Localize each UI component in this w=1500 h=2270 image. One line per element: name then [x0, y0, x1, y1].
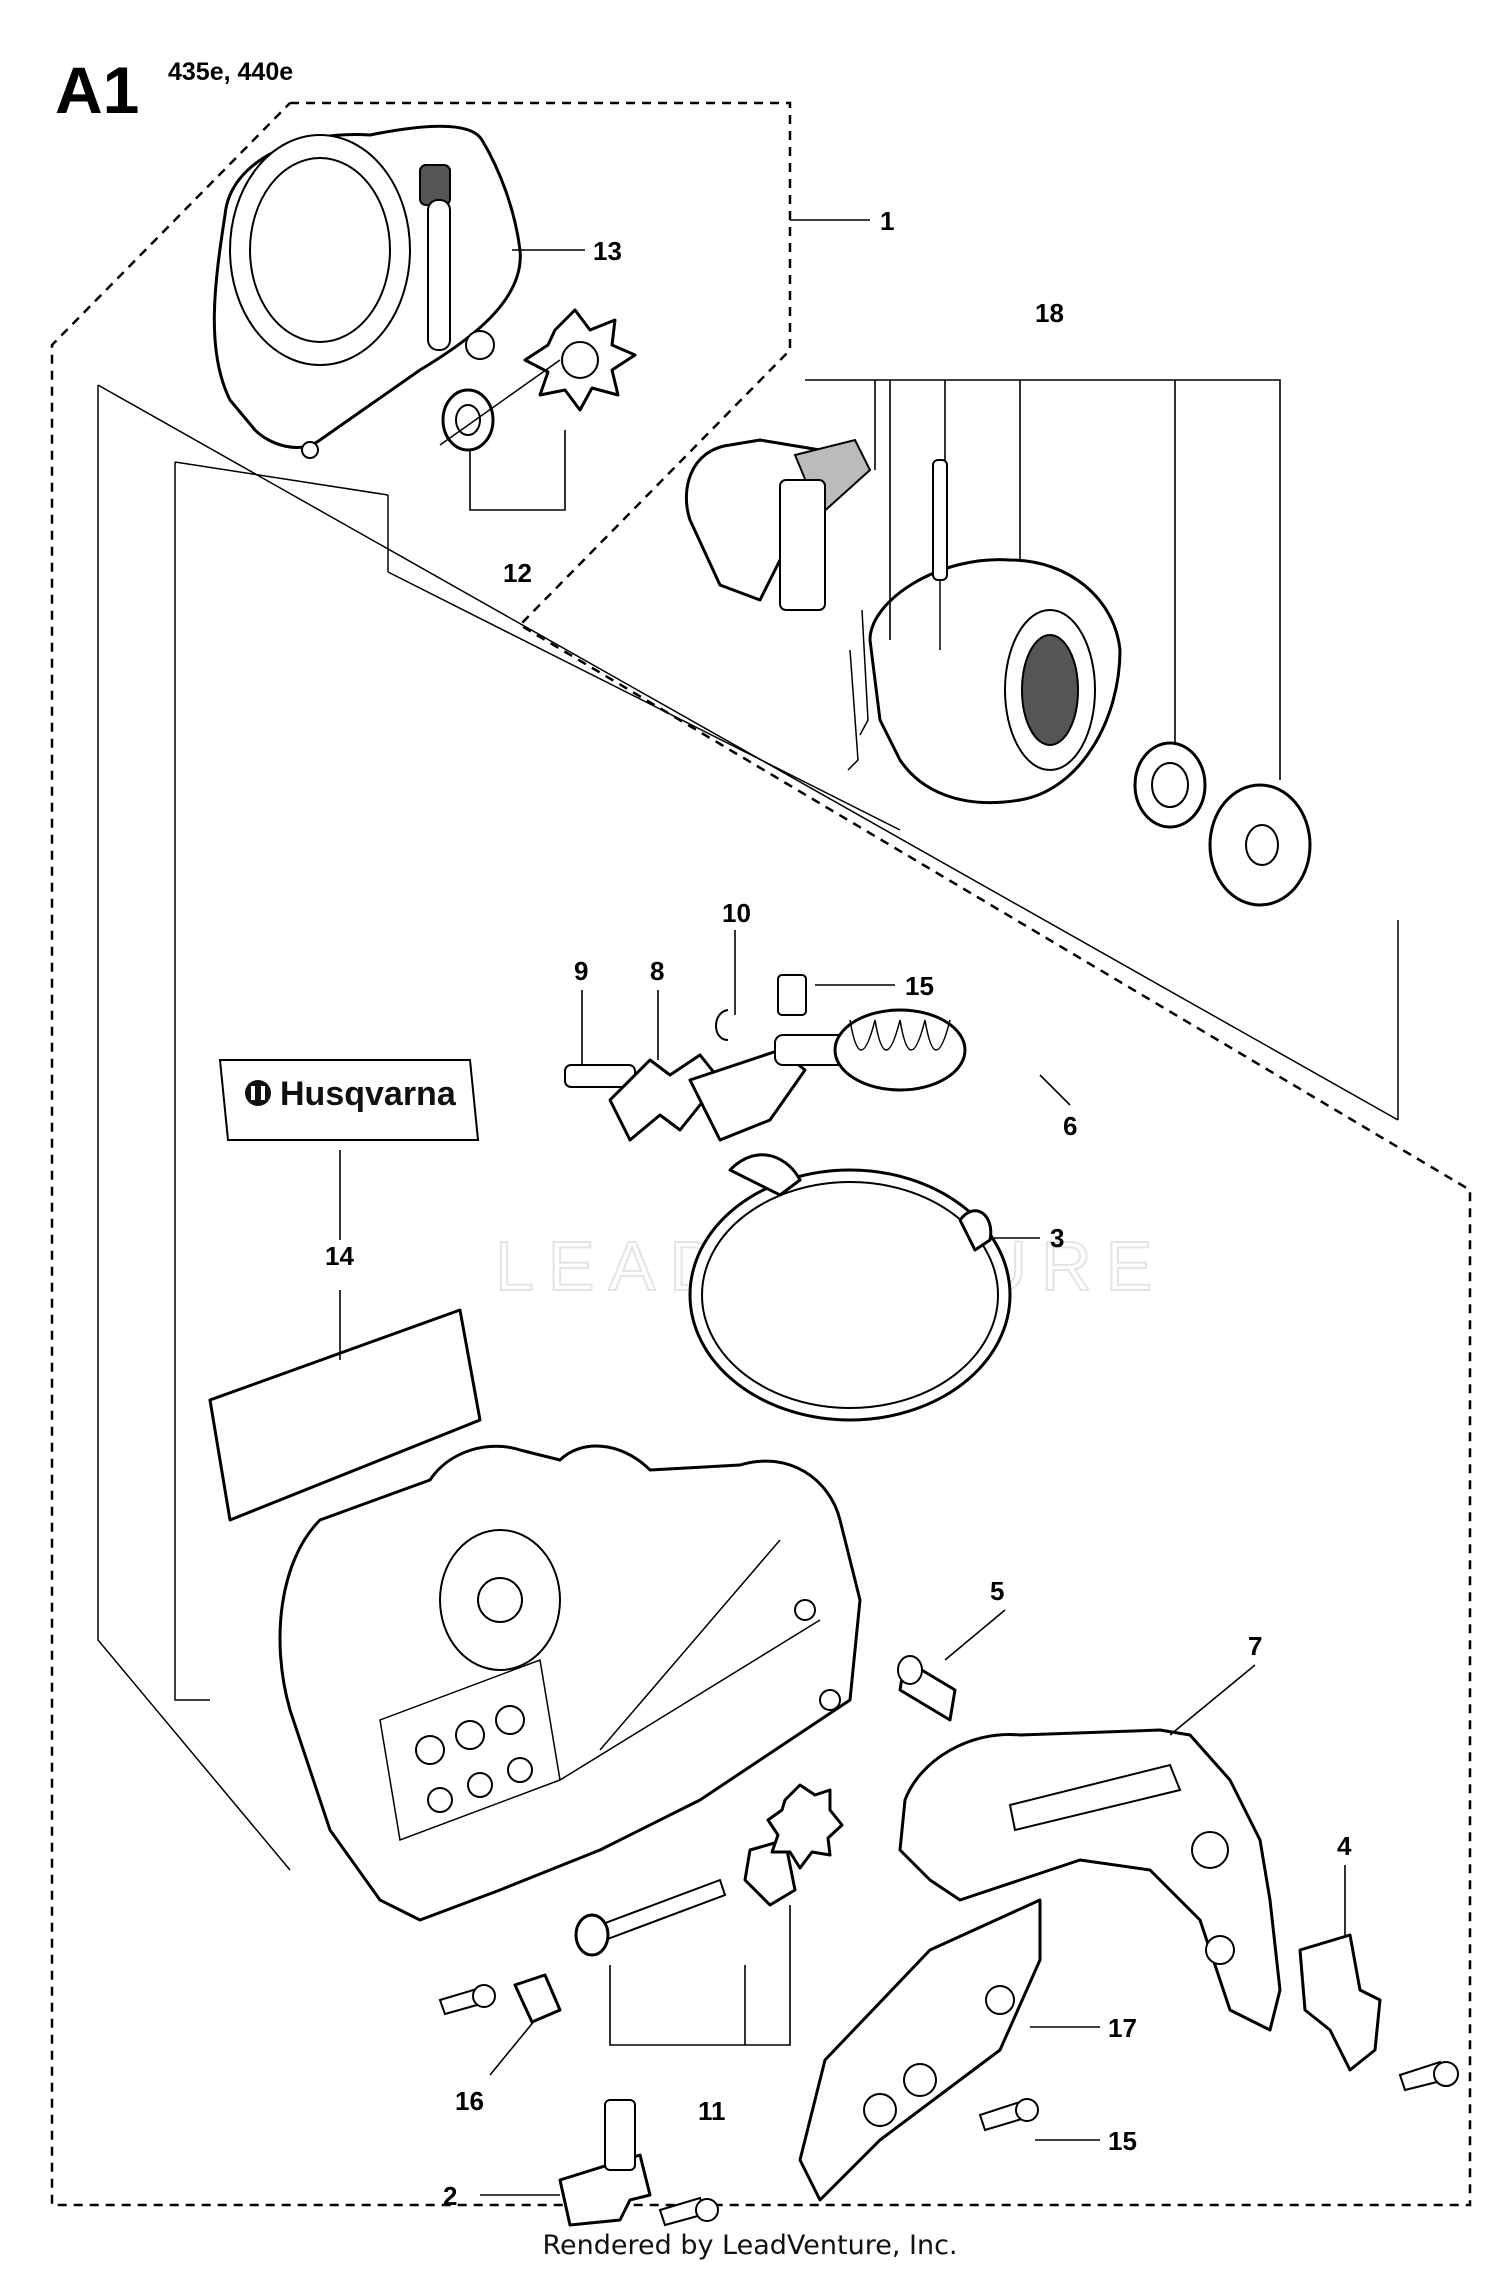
callout-13: 13 — [593, 236, 622, 266]
label-sheet — [208, 1308, 482, 1522]
callout-3: 3 — [1050, 1223, 1064, 1253]
callout-6: 6 — [1063, 1111, 1077, 1141]
clutch-cover-housing — [212, 124, 522, 459]
husqvarna-decal: Husqvarna — [218, 1059, 480, 1141]
footer-credit: Rendered by LeadVenture, Inc. — [542, 2230, 958, 2261]
leader-lines — [339, 219, 1346, 2196]
callout-5: 5 — [990, 1576, 1004, 1606]
callout-10: 10 — [722, 898, 751, 928]
callout-17: 17 — [1108, 2013, 1137, 2043]
callout-2: 2 — [443, 2181, 457, 2211]
brake-linkage — [564, 974, 967, 1142]
brake-band — [688, 1153, 1012, 1422]
callout-14: 14 — [325, 1241, 354, 1271]
callout-4: 4 — [1337, 1831, 1352, 1861]
callout-15-upper: 15 — [905, 971, 934, 1001]
callout-7: 7 — [1248, 1631, 1262, 1661]
rear-bracket — [1298, 1933, 1459, 2092]
callout-18: 18 — [1035, 298, 1064, 328]
callout-12: 12 — [503, 558, 532, 588]
adjuster-nut — [513, 1973, 562, 2024]
chain-catcher — [558, 2099, 719, 2227]
tensioner-gear-set — [439, 308, 637, 452]
chain-catcher-plate — [798, 1898, 1042, 2202]
callout-11: 11 — [698, 2096, 726, 2126]
callout-labels: 1 13 12 18 10 9 8 15 6 3 14 5 7 4 17 16 … — [325, 206, 1352, 2211]
model-numbers: 435e, 440e — [168, 58, 294, 86]
callout-1: 1 — [880, 206, 894, 236]
chain-brake-assembly — [684, 438, 1312, 907]
section-id: A1 — [55, 53, 140, 127]
assembly-boundary — [50, 101, 1472, 2207]
callout-16: 16 — [455, 2086, 484, 2116]
decal-brand-text: Husqvarna — [280, 1075, 457, 1113]
spacer-sleeve — [897, 1655, 957, 1722]
tensioner-screw-assembly — [574, 1783, 844, 1957]
exploded-view-frame — [97, 384, 1399, 1871]
husqvarna-crown-icon — [245, 1080, 271, 1106]
callout-9: 9 — [574, 956, 588, 986]
bar-guide-plate — [898, 1728, 1282, 2032]
callout-15-lower: 15 — [1108, 2126, 1137, 2156]
screws — [438, 1984, 1039, 2132]
callout-8: 8 — [650, 956, 664, 986]
main-cover-body — [278, 1444, 862, 1922]
